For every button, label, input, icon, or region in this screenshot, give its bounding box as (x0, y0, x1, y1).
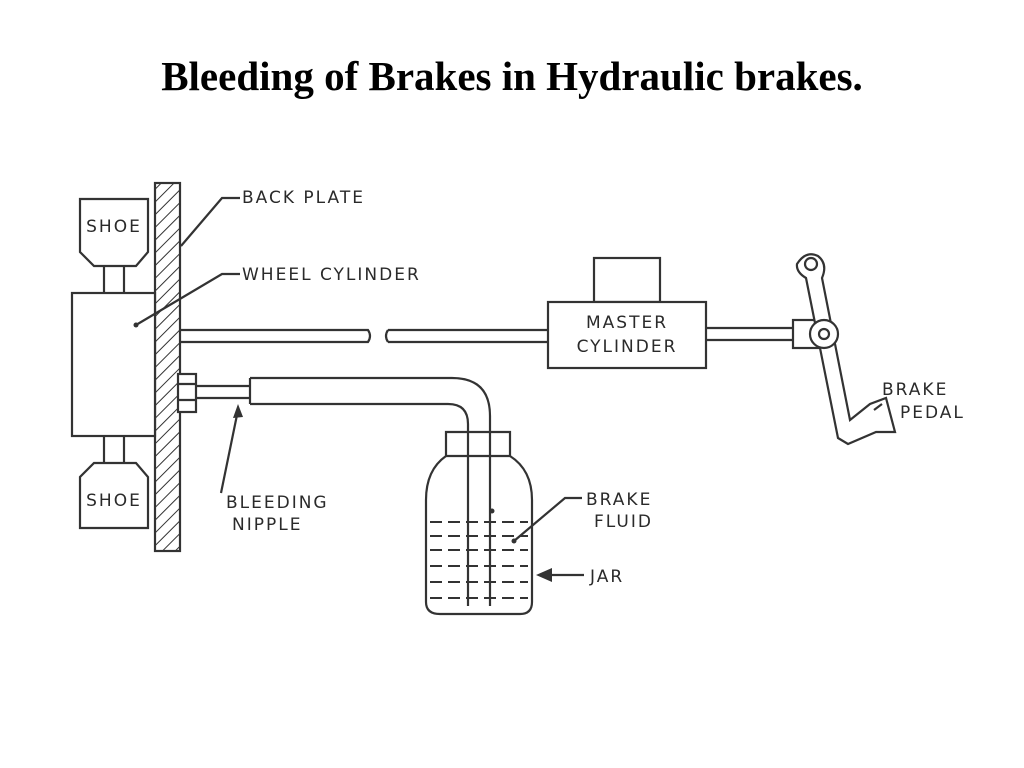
back-plate (153, 181, 182, 553)
wheel-cylinder (70, 291, 157, 438)
shoe-top: SHOE (78, 197, 150, 293)
bleeding-nipple (176, 372, 250, 414)
shoe-bottom-label: SHOE (86, 491, 142, 511)
brake-fluid-label-1: BRAKE (586, 490, 652, 510)
bleed-tube (248, 376, 492, 606)
jar-label: JAR (589, 567, 624, 587)
wheel-cylinder-label: WHEEL CYLINDER (242, 265, 421, 285)
brake-pedal-label-2: PEDAL (900, 403, 965, 423)
leader-lines (135, 196, 883, 582)
master-cylinder-label-2: CYLINDER (577, 337, 678, 357)
page-title: Bleeding of Brakes in Hydraulic brakes. (161, 53, 863, 99)
back-plate-label: BACK PLATE (242, 188, 365, 208)
brake-pedal-label-1: BRAKE (882, 380, 948, 400)
bleeding-nipple-label-2: NIPPLE (232, 515, 302, 535)
brake-line (180, 328, 548, 344)
brake-fluid-label-2: FLUID (594, 512, 653, 532)
brake-pedal (795, 253, 897, 446)
jar (424, 430, 534, 616)
shoe-top-label: SHOE (86, 217, 142, 237)
master-cylinder-label-1: MASTER (586, 313, 668, 333)
brake-fluid (430, 508, 528, 599)
master-cylinder: MASTER CYLINDER (546, 256, 708, 370)
push-rod (706, 318, 821, 350)
shoe-bottom: SHOE (78, 436, 150, 530)
bleeding-nipple-label-1: BLEEDING (226, 493, 329, 513)
